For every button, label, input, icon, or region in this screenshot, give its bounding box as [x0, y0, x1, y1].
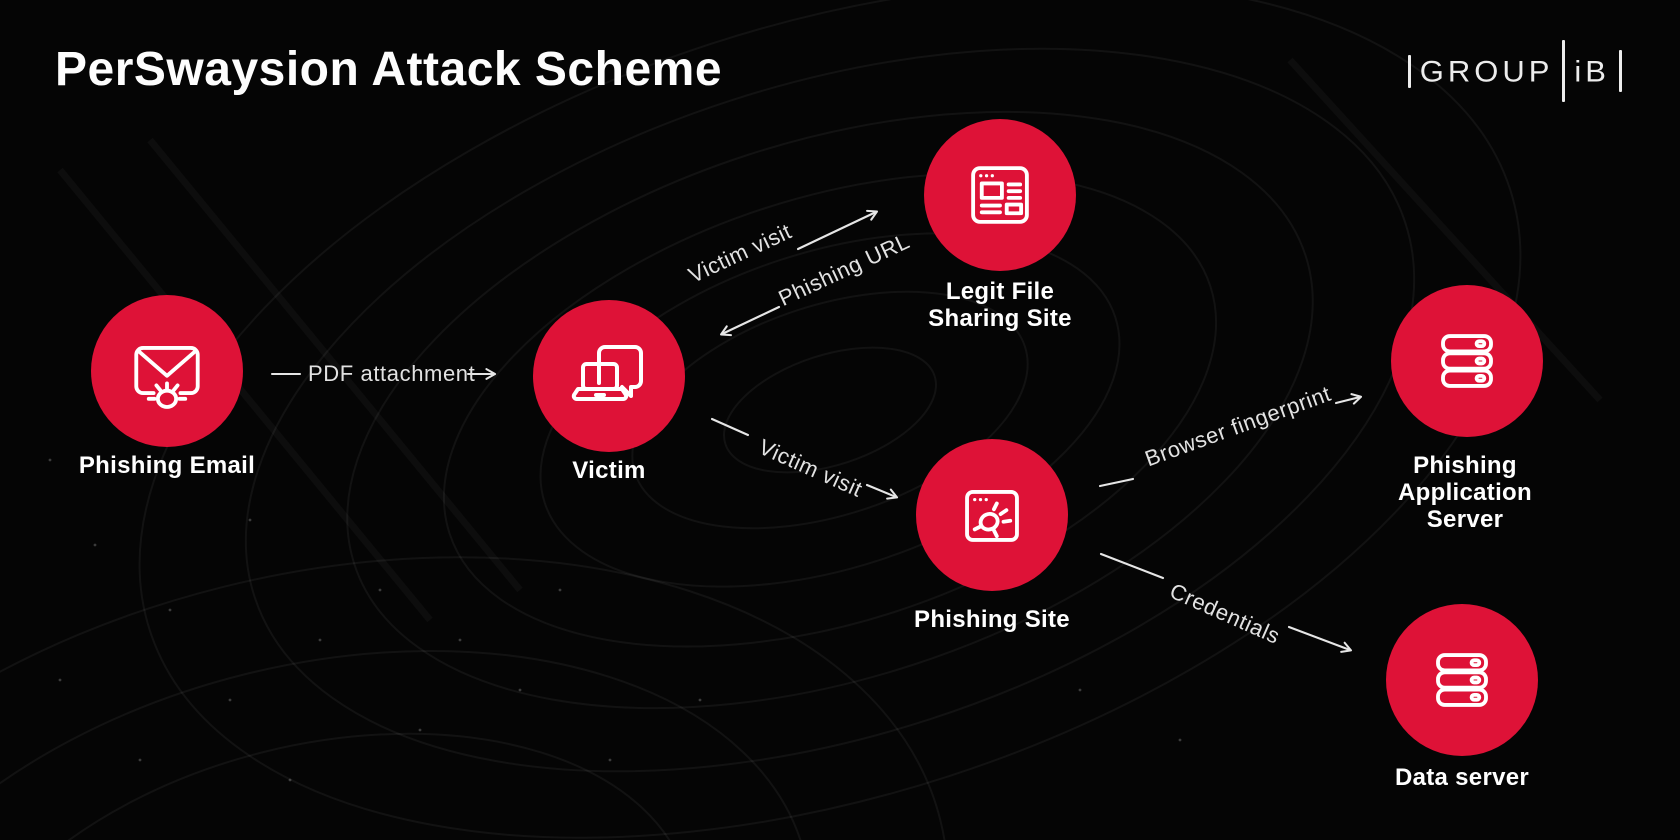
edge-label-browser-fingerprint: Browser fingerprint: [1141, 380, 1335, 472]
node-victim: [533, 300, 685, 452]
devices-icon: [571, 345, 643, 401]
logo-word-group: GROUP: [1419, 54, 1554, 88]
victim-visit-down-dash: [710, 417, 750, 437]
victim-visit-down-arrow: [865, 483, 899, 500]
browser-fingerprint-arrow: [1334, 393, 1363, 405]
page-title: PerSwaysion Attack Scheme: [55, 43, 723, 96]
node-label-victim: Victim: [572, 457, 646, 484]
edge-label-credentials: Credentials: [1166, 578, 1284, 649]
server-icon: [1441, 334, 1493, 388]
phishing-url-arrow: [719, 305, 781, 337]
logo-word-ib: iB: [1574, 54, 1610, 88]
logo-bar-right: [1619, 50, 1622, 92]
node-phishing-email: [91, 295, 243, 447]
browser-page-icon: [971, 166, 1029, 224]
edge-label-victim-visit-phishing: Victim visit: [755, 434, 867, 502]
node-label-data-server: Data server: [1394, 764, 1530, 791]
node-label-phishing-email: Phishing Email: [78, 452, 256, 479]
victim-visit-up-arrow: [796, 209, 879, 251]
credentials-dash: [1099, 552, 1165, 580]
browser-fingerprint-dash: [1098, 477, 1135, 488]
edge-label-victim-visit-legit: Victim visit: [684, 218, 796, 288]
node-data-server: [1386, 604, 1538, 756]
server-icon: [1436, 653, 1488, 707]
group-ib-logo: GROUP iB: [1407, 40, 1622, 102]
node-phishing-site: [916, 439, 1068, 591]
node-label-phishing-site: Phishing Site: [914, 606, 1070, 633]
email-bug-icon: [134, 346, 200, 409]
logo-bar-middle: [1562, 40, 1566, 102]
node-phishing-app-server: [1391, 285, 1543, 437]
browser-bug-icon: [965, 490, 1019, 542]
logo-bar-left: [1407, 54, 1411, 88]
node-label-legit-file-sharing: Legit File Sharing Site: [928, 278, 1072, 332]
node-legit-file-sharing: [924, 119, 1076, 271]
edge-label-pdf-attachment: PDF attachment: [308, 361, 476, 386]
node-label-phishing-app-server: Phishing Application Server: [1398, 452, 1532, 533]
credentials-arrow: [1287, 625, 1353, 653]
